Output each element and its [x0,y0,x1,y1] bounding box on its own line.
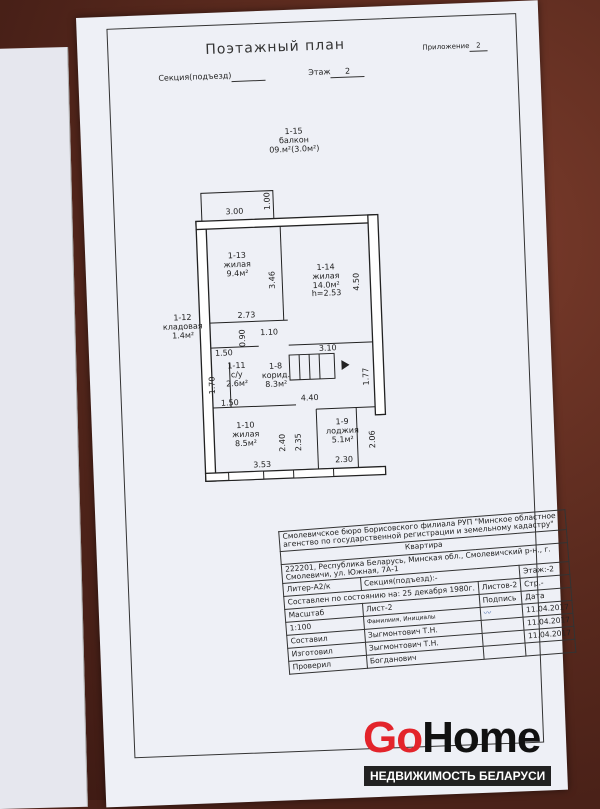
wall-left [195,220,217,483]
floor-plan [195,190,387,483]
title-block: Смолевичское бюро Борисовского филиала Р… [278,509,576,675]
dim: 3.53 [253,459,272,470]
room-area: 8.3м² [265,378,288,389]
dim: 2.35 [293,433,304,452]
dim: 2.30 [334,454,354,465]
dim: 2.40 [277,433,288,452]
logo-home: Home [422,713,541,762]
dim: 3.00 [225,206,244,217]
wall-top [195,213,377,231]
wall-right [367,213,387,416]
dim: 4.40 [300,392,319,403]
dim: 4.50 [351,272,362,291]
dim: 1.00 [262,192,273,211]
stairs [288,352,336,381]
room-area: 2.6м² [225,378,249,389]
dim: 1.50 [214,348,233,358]
dim: 2.06 [367,430,378,449]
dim: 1.10 [260,327,279,338]
dim: 1.70 [207,376,218,395]
room-height: h=2.53 [311,288,342,299]
dim: 0.90 [237,329,248,348]
dim: 3.10 [318,343,337,353]
dim: 1.50 [220,398,239,408]
room-area: 8.5м² [234,437,258,448]
room-area: 5.1м² [331,434,354,445]
dim: 2.73 [237,310,256,321]
dim: 3.46 [267,270,278,290]
room-area: 9.4м² [226,268,249,278]
dim: 1.77 [361,367,371,386]
room-area: 1.4м² [171,330,195,341]
logo-go: Go [363,713,423,762]
logo-subtitle: НЕДВИЖИМОСТЬ БЕЛАРУСИ [364,766,552,786]
gohome-logo: GoHome [363,713,541,762]
signature [482,643,527,660]
